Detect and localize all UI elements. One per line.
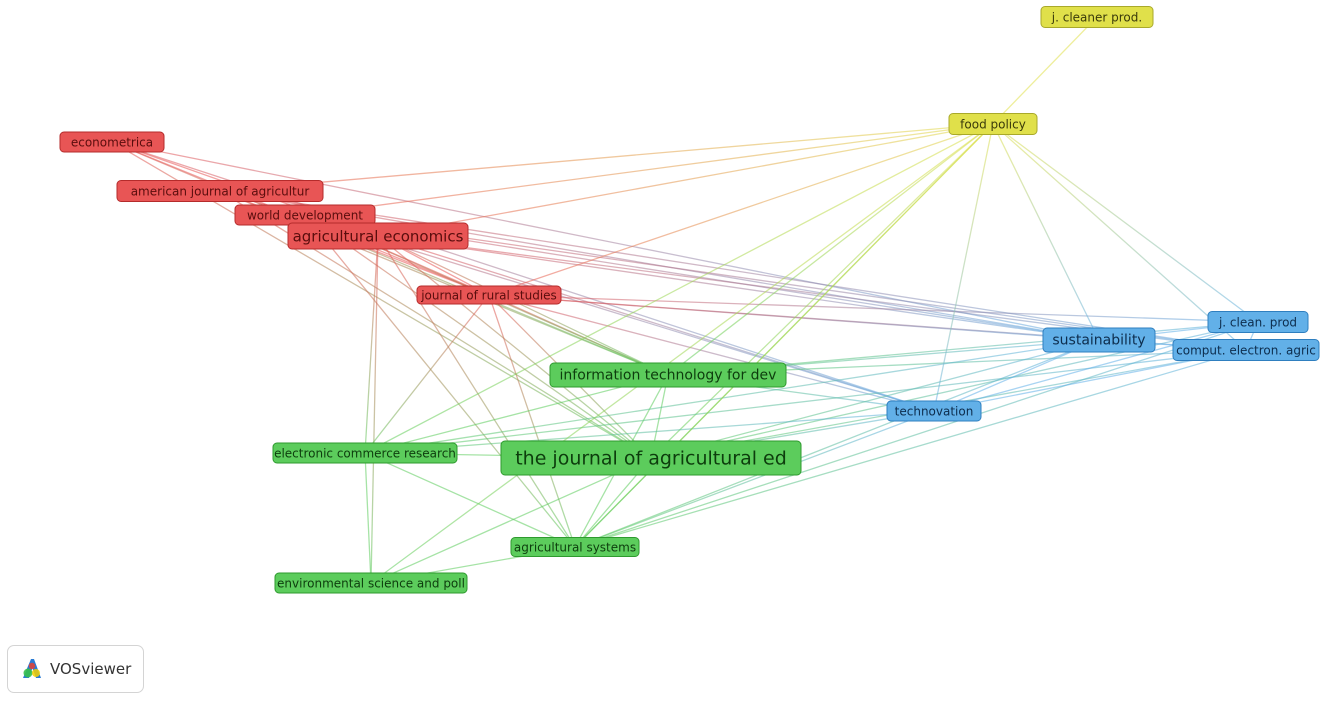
link-electronic-commerce-research--agricultural-systems xyxy=(364,452,576,548)
link-electronic-commerce-research--environmental-science-and-poll xyxy=(364,452,372,584)
node-label: sustainability xyxy=(1052,333,1145,349)
node-comput-electron-agric[interactable]: comput. electron. agric xyxy=(1172,339,1320,361)
link-food-policy--j-cleaner-prod xyxy=(992,16,1098,125)
node-box xyxy=(1040,6,1154,28)
node-label: environmental science and poll xyxy=(277,577,465,591)
link-agricultural-economics--agricultural-systems xyxy=(377,235,576,548)
link-environmental-science-and-poll--food-policy xyxy=(370,123,994,584)
node-box xyxy=(886,400,982,422)
node-sustainability[interactable]: sustainability xyxy=(1042,327,1156,353)
node-j-cleaner-prod[interactable]: j. cleaner prod. xyxy=(1040,6,1154,28)
node-label: electronic commerce research xyxy=(274,447,456,461)
node-box xyxy=(500,440,802,476)
link-the-journal-of-agricultural-ed--sustainability xyxy=(650,339,1100,459)
link-j-clean-prod--technovation xyxy=(933,321,1259,412)
node-label: agricultural economics xyxy=(293,228,464,246)
link-information-technology-for-dev--food-policy xyxy=(667,123,994,376)
node-label: food policy xyxy=(960,118,1026,132)
link-journal-of-rural-studies--technovation xyxy=(488,294,935,412)
link-agricultural-economics--technovation xyxy=(377,235,935,412)
link-agricultural-economics--electronic-commerce-research xyxy=(364,235,379,454)
node-label: comput. electron. agric xyxy=(1176,344,1316,358)
node-label: econometrica xyxy=(71,136,153,150)
node-label: agricultural systems xyxy=(514,541,636,555)
link-comput-electron-agric--food-policy xyxy=(992,123,1247,351)
link-layer xyxy=(111,16,1259,584)
node-box xyxy=(59,131,165,153)
node-box xyxy=(510,537,640,557)
link-agricultural-systems--sustainability xyxy=(574,339,1100,548)
node-box xyxy=(1172,339,1320,361)
link-electronic-commerce-research--comput-electron-agric xyxy=(364,349,1247,454)
node-label: journal of rural studies xyxy=(420,289,557,303)
link-electronic-commerce-research--food-policy xyxy=(364,123,994,454)
link-the-journal-of-agricultural-ed--environmental-science-and-poll xyxy=(370,457,652,584)
node-agricultural-economics[interactable]: agricultural economics xyxy=(287,222,469,250)
link-sustainability--food-policy xyxy=(992,123,1100,341)
link-electronic-commerce-research--sustainability xyxy=(364,339,1100,454)
node-american-journal-of-agricultur[interactable]: american journal of agricultur xyxy=(116,180,324,202)
node-food-policy[interactable]: food policy xyxy=(948,113,1038,135)
node-information-technology-for-dev[interactable]: information technology for dev xyxy=(549,362,787,388)
vosviewer-logo: VOSviewer xyxy=(7,645,144,693)
link-food-policy--agricultural-systems xyxy=(574,123,994,548)
link-technovation--food-policy xyxy=(933,123,994,412)
node-layer: econometrica american journal of agricult… xyxy=(59,6,1320,594)
vosviewer-logo-icon xyxy=(23,659,41,678)
node-box xyxy=(116,180,324,202)
node-the-journal-of-agricultural-ed[interactable]: the journal of agricultural ed xyxy=(500,440,802,476)
node-world-development[interactable]: world development xyxy=(234,204,376,226)
link-journal-of-rural-studies--food-policy xyxy=(488,123,994,296)
node-label: world development xyxy=(247,209,363,223)
node-environmental-science-and-poll[interactable]: environmental science and poll xyxy=(274,572,468,594)
node-technovation[interactable]: technovation xyxy=(886,400,982,422)
link-information-technology-for-dev--electronic-commerce-research xyxy=(364,374,669,454)
node-box xyxy=(948,113,1038,135)
link-agricultural-economics--information-technology-for-dev xyxy=(377,235,669,376)
link-agricultural-economics--environmental-science-and-poll xyxy=(370,235,379,584)
link-journal-of-rural-studies--agricultural-systems xyxy=(488,294,576,548)
node-j-clean-prod[interactable]: j. clean. prod xyxy=(1207,311,1309,333)
node-journal-of-rural-studies[interactable]: journal of rural studies xyxy=(416,285,562,305)
node-label: the journal of agricultural ed xyxy=(515,448,787,470)
link-j-clean-prod--food-policy xyxy=(992,123,1259,323)
node-label: information technology for dev xyxy=(560,368,777,384)
link-world-development--food-policy xyxy=(304,123,994,216)
node-label: american journal of agricultur xyxy=(131,185,310,199)
link-the-journal-of-agricultural-ed--food-policy xyxy=(650,123,994,459)
node-agricultural-systems[interactable]: agricultural systems xyxy=(510,537,640,557)
link-econometrica--sustainability xyxy=(111,141,1100,341)
node-box xyxy=(1042,327,1156,353)
node-box xyxy=(274,572,468,594)
node-box xyxy=(1207,311,1309,333)
node-label: j. clean. prod xyxy=(1218,316,1297,330)
link-journal-of-rural-studies--electronic-commerce-research xyxy=(364,294,490,454)
node-electronic-commerce-research[interactable]: electronic commerce research xyxy=(272,442,458,464)
logo-text: VOSviewer xyxy=(50,660,132,678)
link-the-journal-of-agricultural-ed--j-clean-prod xyxy=(650,321,1259,459)
node-label: j. cleaner prod. xyxy=(1051,11,1142,25)
link-american-journal-of-agricultur--food-policy xyxy=(219,123,994,192)
link-agricultural-systems--technovation xyxy=(574,410,935,548)
link-agricultural-economics--food-policy xyxy=(377,123,994,237)
node-box xyxy=(272,442,458,464)
node-box xyxy=(549,362,787,388)
node-econometrica[interactable]: econometrica xyxy=(59,131,165,153)
link-agricultural-systems--comput-electron-agric xyxy=(574,349,1247,548)
link-world-development--agricultural-systems xyxy=(304,214,576,548)
link-agricultural-economics--the-journal-of-agricultural-ed xyxy=(377,235,652,459)
link-journal-of-rural-studies--j-clean-prod xyxy=(488,294,1259,323)
node-box xyxy=(416,285,562,305)
node-label: technovation xyxy=(895,405,974,419)
link-electronic-commerce-research--technovation xyxy=(364,410,935,454)
link-world-development--the-journal-of-agricultural-ed xyxy=(304,214,652,459)
link-american-journal-of-agricultur--comput-electron-agric xyxy=(219,190,1247,351)
link-agricultural-systems--j-clean-prod xyxy=(574,321,1259,548)
link-agricultural-economics--sustainability xyxy=(377,235,1100,341)
link-journal-of-rural-studies--information-technology-for-dev xyxy=(488,294,669,376)
node-box xyxy=(287,222,469,250)
